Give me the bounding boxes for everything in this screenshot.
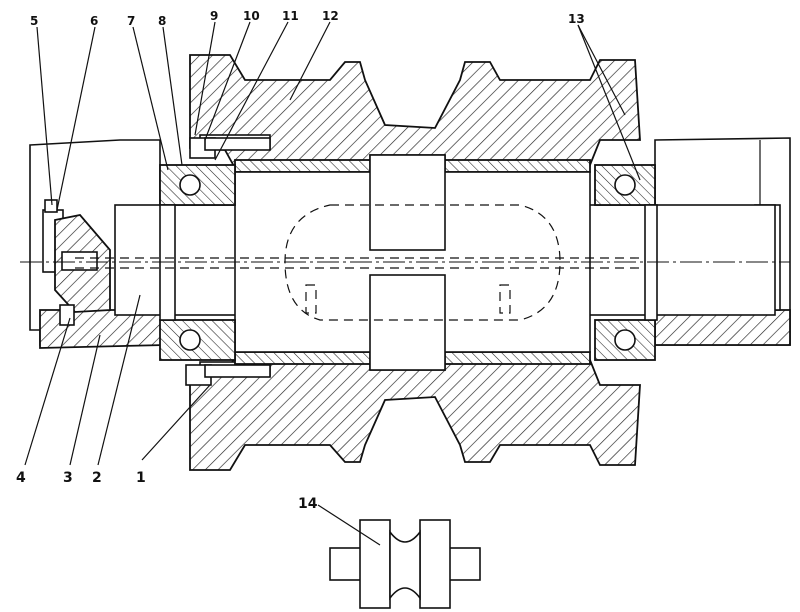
callout-6: 6 bbox=[90, 14, 98, 28]
callout-4: 4 bbox=[16, 470, 26, 486]
roller-body-upper bbox=[189, 54, 641, 169]
callout-9: 9 bbox=[210, 9, 218, 23]
callout-5: 5 bbox=[30, 14, 38, 28]
callout-14: 14 bbox=[298, 496, 318, 512]
callout-11: 11 bbox=[282, 9, 299, 23]
callout-12: 12 bbox=[322, 9, 339, 23]
callout-3: 3 bbox=[63, 470, 73, 486]
detail-roller-14 bbox=[317, 504, 481, 609]
leader-lines-bottom bbox=[24, 294, 211, 466]
top-bolt bbox=[204, 137, 271, 151]
bottom-bolt bbox=[204, 364, 271, 378]
callout-13: 13 bbox=[568, 12, 585, 26]
callout-10: 10 bbox=[243, 9, 260, 23]
callout-7: 7 bbox=[127, 14, 135, 28]
shaft bbox=[114, 154, 776, 371]
callout-8: 8 bbox=[158, 14, 166, 28]
leader-lines-top bbox=[36, 21, 641, 211]
callout-1: 1 bbox=[136, 470, 146, 486]
callout-2: 2 bbox=[92, 470, 102, 486]
left-mount-block bbox=[29, 139, 167, 349]
